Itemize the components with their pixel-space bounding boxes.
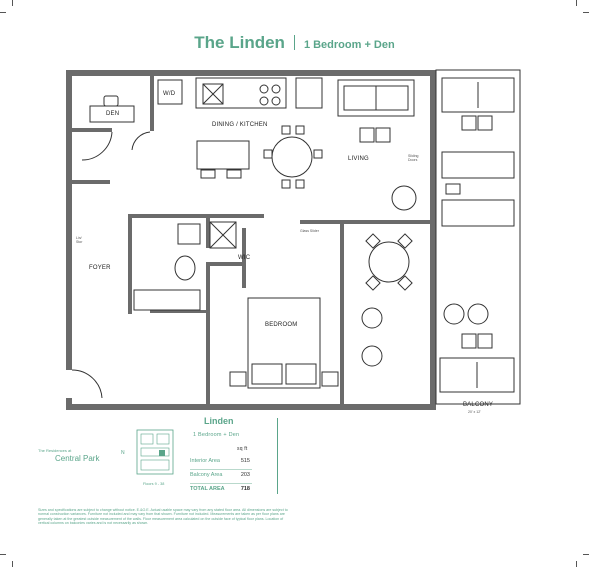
note-glass-slider: Glass Slider: [300, 229, 319, 233]
crop-mark-bl: [0, 554, 6, 555]
walls: [66, 70, 436, 410]
room-label-foyer: FOYER: [89, 265, 111, 271]
suite-subtitle: 1 Bedroom + Den: [303, 39, 395, 51]
fixtures: [71, 69, 521, 405]
crop-mark-tl-v: [12, 0, 13, 6]
room-label-wd: W/D: [163, 91, 176, 97]
stat-value: 515: [240, 458, 250, 464]
room-label-den: DEN: [106, 111, 120, 117]
room-label-living: LIVING: [348, 156, 369, 162]
brand-logo-text: Central Park: [55, 454, 100, 463]
disclaimer-text: Sizes and specifications are subject to …: [38, 508, 288, 525]
crop-mark-tr: [583, 12, 589, 13]
crop-mark-br: [583, 554, 589, 555]
page-title: The Linden 1 Bedroom + Den: [0, 33, 589, 53]
note-linen: Lin/ Stor: [76, 236, 83, 244]
suite-type: 1 Bedroom + Den: [193, 432, 240, 438]
note-sliding-doors: Sliding Doors: [408, 154, 419, 162]
room-label-bedroom: BEDROOM: [265, 322, 298, 328]
room-label-dining-kitchen: DINING / KITCHEN: [212, 122, 268, 128]
stat-balcony-area: Balcony Area 203: [190, 472, 252, 484]
stat-interior-area: Interior Area 515: [190, 458, 252, 470]
stat-label: TOTAL AREA: [190, 486, 225, 492]
balcony-dimensions: 20' x 12': [468, 410, 481, 414]
compass-north: N: [121, 450, 125, 456]
suite-name: Linden: [204, 416, 234, 426]
room-label-balcony: BALCONY: [463, 402, 494, 408]
site-key-plan: [136, 429, 174, 475]
stat-value: 718: [240, 486, 250, 492]
crop-mark-bl-v: [12, 561, 13, 567]
stat-label: Interior Area: [190, 458, 220, 464]
crop-mark-tr-v: [576, 0, 577, 6]
brand-small-text: The Residences at: [38, 448, 72, 453]
stat-total-area: TOTAL AREA 718: [190, 486, 252, 497]
stat-value: 203: [240, 472, 250, 478]
room-label-wic: WIC: [238, 255, 251, 261]
crop-mark-tl: [0, 12, 6, 13]
title-divider: [293, 35, 295, 50]
crop-mark-br-v: [576, 561, 577, 567]
suite-title: The Linden: [194, 33, 285, 52]
floors-label: Floors 9 - 38: [143, 482, 165, 486]
stat-label: Balcony Area: [190, 472, 223, 478]
units-label: sq ft: [237, 446, 248, 452]
panel-divider: [277, 418, 278, 494]
